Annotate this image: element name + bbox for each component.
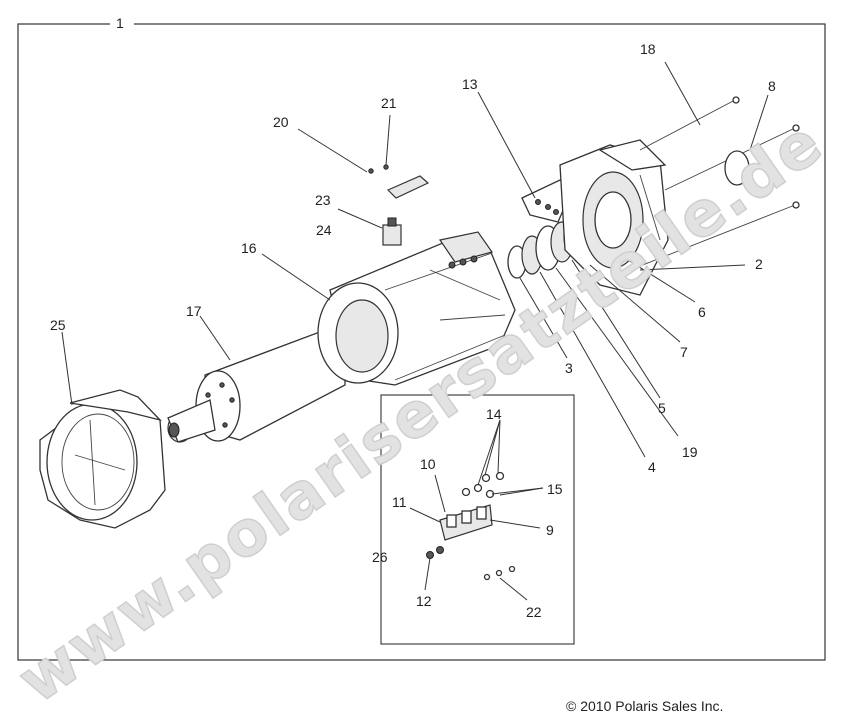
callout-24: 24 [316, 222, 332, 238]
callout-13: 13 [462, 76, 478, 92]
callout-12: 12 [416, 593, 432, 609]
bracket-part [368, 164, 430, 199]
callout-3: 3 [565, 360, 573, 376]
callout-7: 7 [680, 344, 688, 360]
callout-9: 9 [546, 522, 554, 538]
callout-19: 19 [682, 444, 698, 460]
copyright-text: © 2010 Polaris Sales Inc. [566, 698, 723, 714]
callout-25: 25 [50, 317, 66, 333]
terminal-block-part [426, 471, 516, 581]
callout-6: 6 [698, 304, 706, 320]
callout-14: 14 [486, 406, 502, 422]
o-ring-part [724, 150, 750, 186]
callout-16: 16 [241, 240, 257, 256]
callout-8: 8 [768, 78, 776, 94]
callout-10: 10 [420, 456, 436, 472]
callout-18: 18 [640, 41, 656, 57]
callout-20: 20 [273, 114, 289, 130]
callout-2: 2 [755, 256, 763, 272]
callout-21: 21 [381, 95, 397, 111]
callout-11: 11 [392, 494, 407, 510]
assembly-frame [17, 23, 826, 661]
stator-housing-part [317, 231, 516, 386]
callout-26: 26 [372, 549, 388, 565]
callout-1: 1 [116, 15, 124, 31]
callout-22: 22 [526, 604, 542, 620]
callout-23: 23 [315, 192, 331, 208]
leader-lines [61, 61, 769, 601]
connector-part [382, 217, 402, 246]
callout-17: 17 [186, 303, 202, 319]
callout-5: 5 [658, 400, 666, 416]
end-housing-part [559, 139, 669, 296]
callout-15: 15 [547, 481, 563, 497]
subassembly-box [380, 394, 575, 645]
callout-4: 4 [648, 459, 656, 475]
end-cover-part [39, 389, 166, 529]
